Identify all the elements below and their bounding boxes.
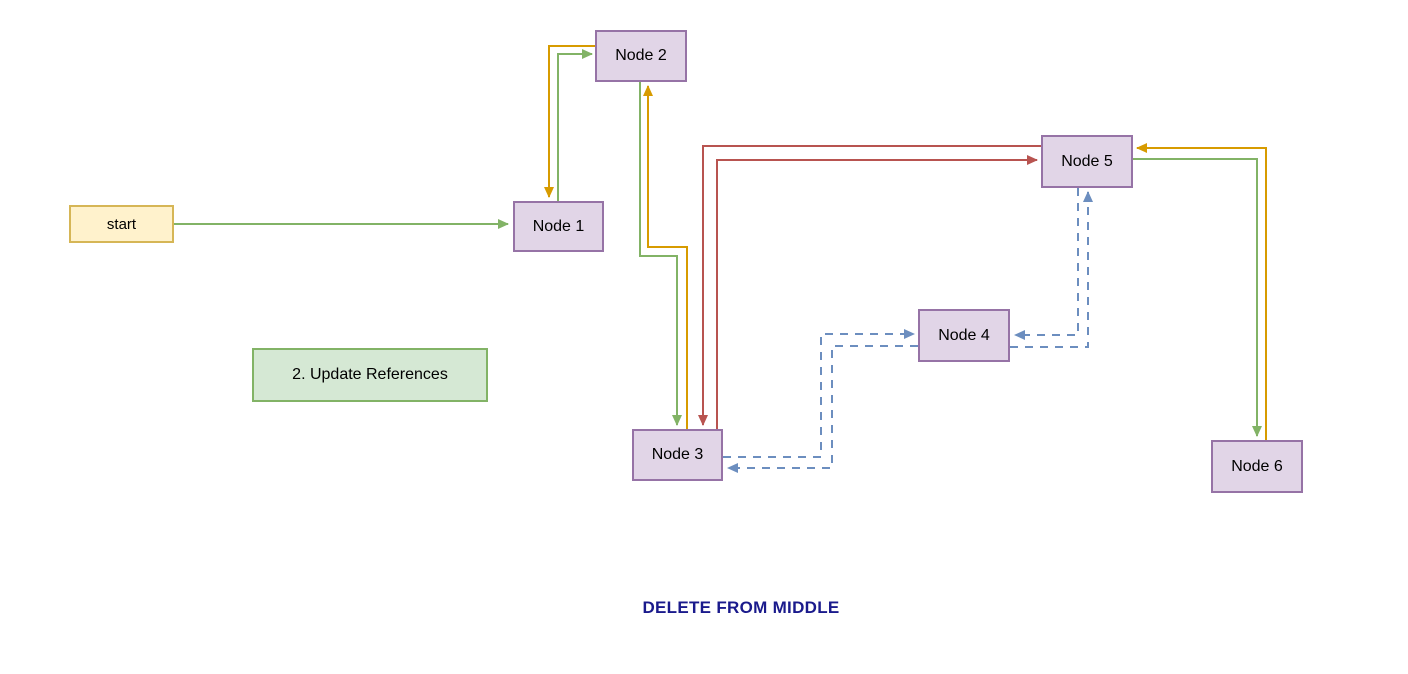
- node-5-label: Node 5: [1061, 152, 1113, 170]
- node-5: Node 5: [1041, 135, 1133, 188]
- edge-node2-to-node1: [544, 45, 595, 198]
- edge-node6-to-node5: [1136, 143, 1267, 440]
- edge-node3-to-node2: [643, 85, 688, 429]
- edge-node2-to-node3: [639, 82, 682, 426]
- node-6-label: Node 6: [1231, 457, 1283, 475]
- edge-node1-to-node2: [557, 49, 593, 201]
- node-3: Node 3: [632, 429, 723, 481]
- start-node-label: start: [106, 215, 137, 233]
- edge-node3-to-node5: [716, 155, 1038, 429]
- edge-node5-to-node4-dashed: [1014, 188, 1079, 340]
- start-node: start: [69, 205, 174, 243]
- node-1-label: Node 1: [532, 217, 585, 235]
- node-6: Node 6: [1211, 440, 1303, 493]
- node-4-label: Node 4: [938, 326, 990, 344]
- edge-node4-to-node3-dashed: [727, 345, 918, 473]
- edge-node5-to-node3: [698, 145, 1041, 426]
- node-2: Node 2: [595, 30, 687, 82]
- update-references-annotation: 2. Update References: [252, 348, 488, 402]
- node-2-label: Node 2: [615, 47, 667, 64]
- edge-node5-to-node6: [1133, 158, 1262, 437]
- node-1: Node 1: [513, 201, 604, 252]
- edge-node3-to-node4-dashed: [723, 329, 915, 458]
- node-4: Node 4: [918, 309, 1010, 362]
- edge-node4-to-node5-dashed: [1010, 191, 1093, 348]
- node-3-label: Node 3: [651, 446, 704, 463]
- diagram-title: DELETE FROM MIDDLE: [642, 598, 840, 617]
- update-references-label: 2. Update References: [292, 366, 448, 383]
